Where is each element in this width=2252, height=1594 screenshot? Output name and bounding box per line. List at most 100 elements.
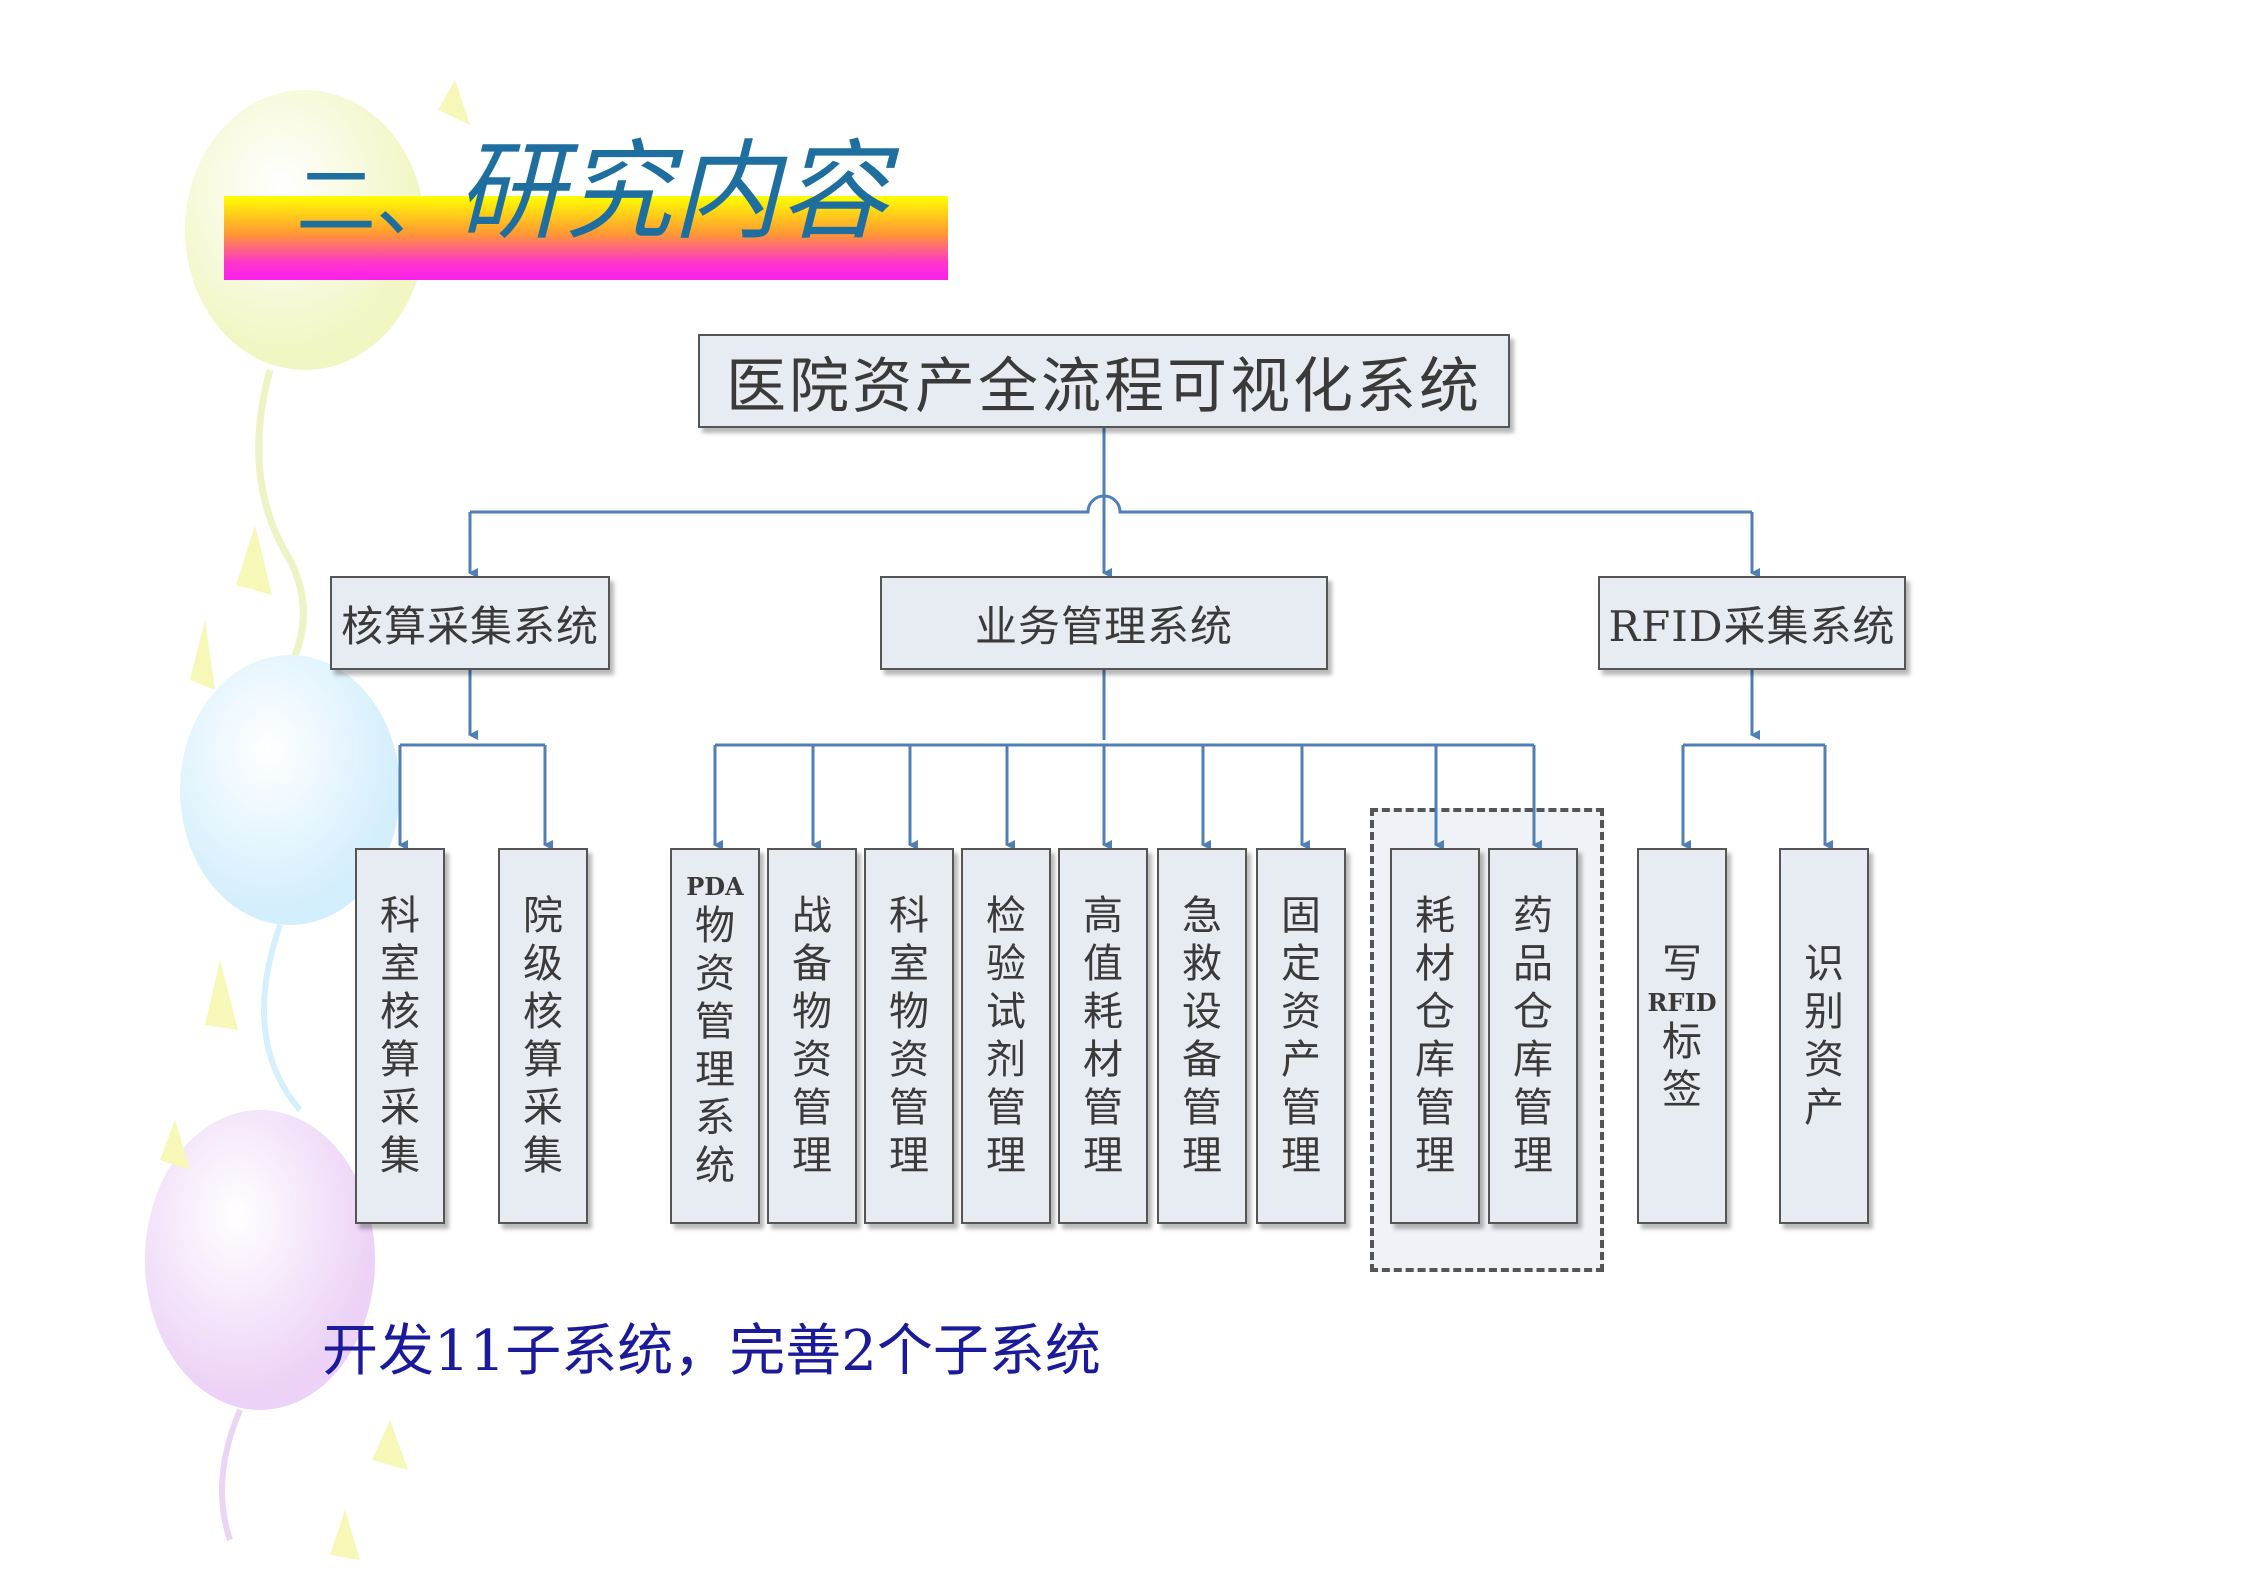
- business-management-system-box: 业务管理系统: [880, 576, 1328, 670]
- leaf-subsystem-char: 设: [1182, 989, 1222, 1035]
- title-text: 研究内容: [456, 130, 889, 255]
- leaf-subsystem-box: 科室物资管理: [864, 848, 954, 1224]
- leaf-subsystem-char: 算: [523, 1037, 563, 1083]
- leaf-subsystem-char: 仓: [1513, 989, 1553, 1035]
- leaf-subsystem-char: 科: [889, 893, 929, 939]
- leaf-subsystem-char: 耗: [1083, 989, 1123, 1035]
- leaf-subsystem-char: 检: [986, 893, 1026, 939]
- leaf-subsystem-char: 管: [1182, 1085, 1222, 1131]
- leaf-subsystem-char: 签: [1662, 1067, 1702, 1113]
- leaf-subsystem-char: 备: [1182, 1037, 1222, 1083]
- leaf-subsystem-char: 物: [792, 989, 832, 1035]
- leaf-subsystem-char: 备: [792, 941, 832, 987]
- leaf-subsystem-char: 理: [1281, 1133, 1321, 1179]
- title-highlight-bar: [224, 196, 948, 280]
- leaf-subsystem-char: 急: [1182, 893, 1222, 939]
- leaf-subsystem-char: 库: [1513, 1037, 1553, 1083]
- leaf-subsystem-box: 药品仓库管理: [1488, 848, 1578, 1224]
- leaf-subsystem-char: 资: [1281, 989, 1321, 1035]
- leaf-subsystem-box: 院级核算采集: [498, 848, 588, 1224]
- leaf-subsystem-char: 物: [889, 989, 929, 1035]
- leaf-subsystem-char: 管: [792, 1085, 832, 1131]
- rfid-collection-system-box: RFID采集系统: [1598, 576, 1906, 670]
- leaf-subsystem-char: 管: [1415, 1085, 1455, 1131]
- leaf-subsystem-char: 救: [1182, 941, 1222, 987]
- leaf-subsystem-char: 别: [1804, 989, 1844, 1035]
- leaf-subsystem-char: 仓: [1415, 989, 1455, 1035]
- leaf-subsystem-char: 管: [1513, 1085, 1553, 1131]
- leaf-subsystem-char: 统: [695, 1143, 735, 1189]
- business-management-system-label: 业务管理系统: [974, 601, 1233, 651]
- leaf-subsystem-box: 检验试剂管理: [961, 848, 1051, 1224]
- accounting-collection-system-label: 核算采集系统: [340, 601, 599, 651]
- leaf-subsystem-char: RFID: [1647, 988, 1717, 1017]
- leaf-subsystem-char: 耗: [1415, 893, 1455, 939]
- leaf-subsystem-char: 院: [523, 893, 563, 939]
- leaf-subsystem-char: 高: [1083, 893, 1123, 939]
- leaf-subsystem-box: 急救设备管理: [1157, 848, 1247, 1224]
- leaf-subsystem-char: 库: [1415, 1037, 1455, 1083]
- leaf-subsystem-char: 管: [986, 1085, 1026, 1131]
- leaf-subsystem-char: 管: [695, 999, 735, 1045]
- leaf-subsystem-char: 核: [523, 989, 563, 1035]
- leaf-subsystem-char: 采: [523, 1085, 563, 1131]
- leaf-subsystem-char: 资: [792, 1037, 832, 1083]
- leaf-subsystem-char: PDA: [686, 872, 744, 901]
- leaf-subsystem-char: 验: [986, 941, 1026, 987]
- leaf-subsystem-char: 剂: [986, 1037, 1026, 1083]
- leaf-subsystem-char: 产: [1804, 1085, 1844, 1131]
- leaf-subsystem-char: 材: [1083, 1037, 1123, 1083]
- leaf-subsystem-char: 系: [695, 1095, 735, 1141]
- leaf-subsystem-char: 资: [695, 951, 735, 997]
- leaf-subsystem-char: 管: [1281, 1085, 1321, 1131]
- leaf-subsystem-box: 耗材仓库管理: [1390, 848, 1480, 1224]
- leaf-subsystem-char: 固: [1281, 893, 1321, 939]
- leaf-subsystem-char: 理: [695, 1047, 735, 1093]
- leaf-subsystem-char: 产: [1281, 1037, 1321, 1083]
- leaf-subsystem-char: 标: [1662, 1019, 1702, 1065]
- leaf-subsystem-char: 理: [1513, 1133, 1553, 1179]
- root-system-box: 医院资产全流程可视化系统: [698, 334, 1510, 428]
- leaf-subsystem-box: 固定资产管理: [1256, 848, 1346, 1224]
- leaf-subsystem-char: 集: [380, 1133, 420, 1179]
- leaf-subsystem-char: 材: [1415, 941, 1455, 987]
- leaf-subsystem-char: 科: [380, 893, 420, 939]
- accounting-collection-system-box: 核算采集系统: [330, 576, 610, 670]
- leaf-subsystem-char: 理: [1083, 1133, 1123, 1179]
- leaf-subsystem-char: 战: [792, 893, 832, 939]
- leaf-subsystem-box: 科室核算采集: [355, 848, 445, 1224]
- leaf-subsystem-char: 资: [1804, 1037, 1844, 1083]
- slide-title: 二、研究内容: [296, 128, 888, 258]
- leaf-subsystem-char: 理: [792, 1133, 832, 1179]
- leaf-subsystem-char: 核: [380, 989, 420, 1035]
- leaf-subsystem-char: 采: [380, 1085, 420, 1131]
- leaf-subsystem-char: 试: [986, 989, 1026, 1035]
- leaf-subsystem-char: 理: [1182, 1133, 1222, 1179]
- leaf-subsystem-char: 理: [889, 1133, 929, 1179]
- summary-note: 开发11子系统，完善2个子系统: [322, 1319, 1101, 1384]
- leaf-subsystem-box: 战备物资管理: [767, 848, 857, 1224]
- leaf-subsystem-char: 管: [889, 1085, 929, 1131]
- leaf-subsystem-char: 写: [1662, 941, 1702, 987]
- leaf-subsystem-char: 室: [889, 941, 929, 987]
- leaf-subsystem-char: 定: [1281, 941, 1321, 987]
- leaf-subsystem-char: 管: [1083, 1085, 1123, 1131]
- leaf-subsystem-box: 识别资产: [1779, 848, 1869, 1224]
- leaf-subsystem-box: 高值耗材管理: [1058, 848, 1148, 1224]
- leaf-subsystem-char: 级: [523, 941, 563, 987]
- leaf-subsystem-char: 理: [986, 1133, 1026, 1179]
- rfid-collection-system-label: RFID采集系统: [1608, 601, 1896, 651]
- leaf-subsystem-char: 理: [1415, 1133, 1455, 1179]
- leaf-subsystem-char: 算: [380, 1037, 420, 1083]
- leaf-subsystem-char: 物: [695, 903, 735, 949]
- leaf-subsystem-char: 药: [1513, 893, 1553, 939]
- leaf-subsystem-char: 室: [380, 941, 420, 987]
- leaf-subsystem-char: 识: [1804, 941, 1844, 987]
- leaf-subsystem-char: 资: [889, 1037, 929, 1083]
- leaf-subsystem-char: 值: [1083, 941, 1123, 987]
- root-system-label: 医院资产全流程可视化系统: [726, 351, 1482, 422]
- leaf-subsystem-char: 品: [1513, 941, 1553, 987]
